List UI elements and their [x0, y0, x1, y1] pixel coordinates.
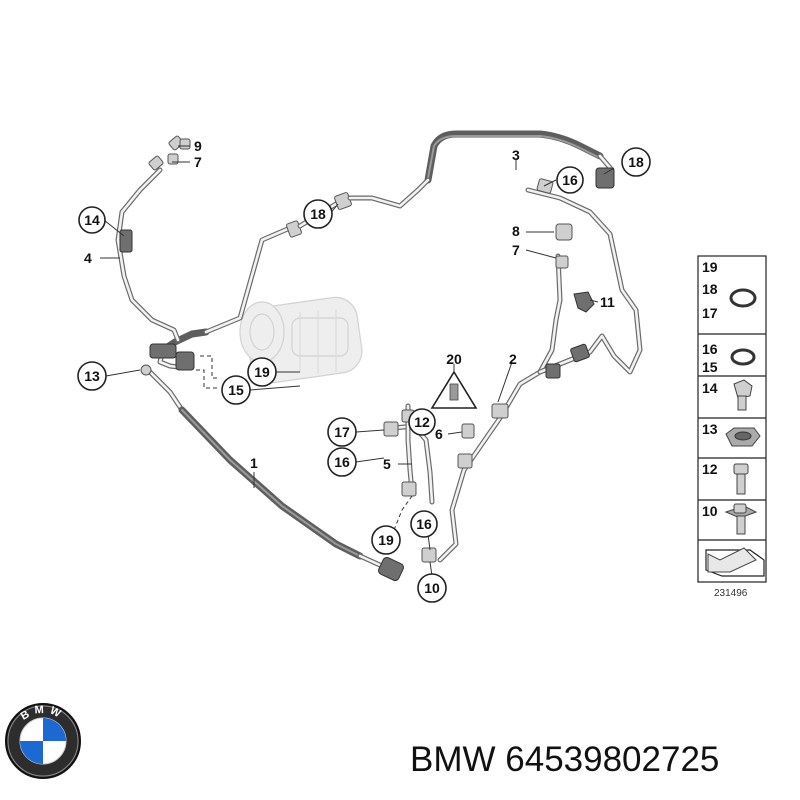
- screw-icon: [733, 463, 749, 495]
- callout-10: 10: [417, 573, 447, 603]
- legend-item-14: 14: [702, 380, 718, 396]
- bolt-washer-icon: [724, 503, 758, 535]
- svg-text:13: 13: [84, 368, 100, 384]
- nut-icon: [725, 427, 761, 447]
- legend-item-16: 16: [702, 341, 718, 357]
- svg-text:19: 19: [378, 532, 394, 548]
- line-4: [115, 135, 184, 343]
- legend-item-10: 10: [702, 503, 718, 519]
- svg-text:16: 16: [334, 454, 350, 470]
- callout-16: 16: [556, 166, 584, 194]
- bolt-flange-icon: [733, 379, 753, 411]
- callout-18: 18: [621, 147, 651, 177]
- svg-text:1: 1: [250, 455, 258, 471]
- svg-text:2: 2: [509, 351, 517, 367]
- svg-text:9: 9: [194, 138, 202, 154]
- svg-text:8: 8: [512, 223, 520, 239]
- warning-triangle-icon: [430, 370, 478, 409]
- callout-3: 3: [512, 147, 520, 163]
- legend-item-18: 18: [702, 281, 718, 297]
- svg-text:16: 16: [562, 172, 578, 188]
- callout-13: 13: [77, 361, 107, 391]
- legend-item-15: 15: [702, 359, 718, 375]
- legend-item-12: 12: [702, 461, 718, 477]
- leader-lines: [100, 145, 615, 577]
- svg-text:5: 5: [383, 456, 391, 472]
- callout-5: 5: [383, 456, 391, 472]
- callout-15: 15: [221, 375, 251, 405]
- line-5: [383, 403, 437, 563]
- svg-text:17: 17: [334, 424, 350, 440]
- drawing-number: 231496: [714, 588, 748, 599]
- callout-16: 16: [410, 510, 438, 538]
- legend-item-17: 17: [702, 305, 718, 321]
- callout-14: 14: [78, 206, 106, 234]
- svg-text:18: 18: [310, 206, 326, 222]
- callout-2: 2: [509, 351, 517, 367]
- line-2: [437, 178, 643, 563]
- svg-text:3: 3: [512, 147, 520, 163]
- callout-12: 12: [408, 408, 436, 436]
- arrow-icon: [705, 547, 765, 577]
- legend-item-19: 19: [702, 259, 718, 275]
- callout-17: 17: [327, 417, 357, 447]
- parts-legend: 19 18 17 16 15 14 13 12 10: [697, 255, 767, 583]
- callout-19: 19: [371, 525, 401, 555]
- callout-11: 11: [600, 294, 615, 310]
- callout-19: 19: [247, 357, 277, 387]
- svg-text:7: 7: [512, 242, 520, 258]
- callout-1: 1: [250, 455, 258, 471]
- compressor-ghost: [239, 296, 363, 384]
- svg-text:12: 12: [414, 414, 430, 430]
- callout-7: 7: [512, 242, 520, 258]
- callout-18: 18: [303, 199, 333, 229]
- svg-text:4: 4: [84, 250, 92, 266]
- callout-4: 4: [84, 250, 92, 266]
- callout-9: 9: [194, 138, 202, 154]
- svg-text:10: 10: [424, 580, 440, 596]
- svg-text:6: 6: [435, 426, 443, 442]
- svg-text:20: 20: [446, 351, 462, 367]
- callout-8: 8: [512, 223, 520, 239]
- legend-item-13: 13: [702, 421, 718, 437]
- svg-text:18: 18: [628, 154, 644, 170]
- callout-20: 20: [446, 351, 462, 367]
- svg-text:15: 15: [228, 382, 244, 398]
- brand-part-number: BMW 64539802725: [410, 740, 720, 779]
- svg-text:14: 14: [84, 212, 100, 228]
- svg-text:7: 7: [194, 154, 202, 170]
- svg-text:11: 11: [600, 294, 615, 310]
- callout-7: 7: [194, 154, 202, 170]
- line-1: [140, 364, 404, 581]
- callout-16: 16: [327, 447, 357, 477]
- svg-text:19: 19: [254, 364, 270, 380]
- callout-6: 6: [435, 426, 443, 442]
- hose-3: [149, 130, 615, 371]
- bmw-logo: BMW: [5, 703, 81, 779]
- svg-text:16: 16: [416, 516, 432, 532]
